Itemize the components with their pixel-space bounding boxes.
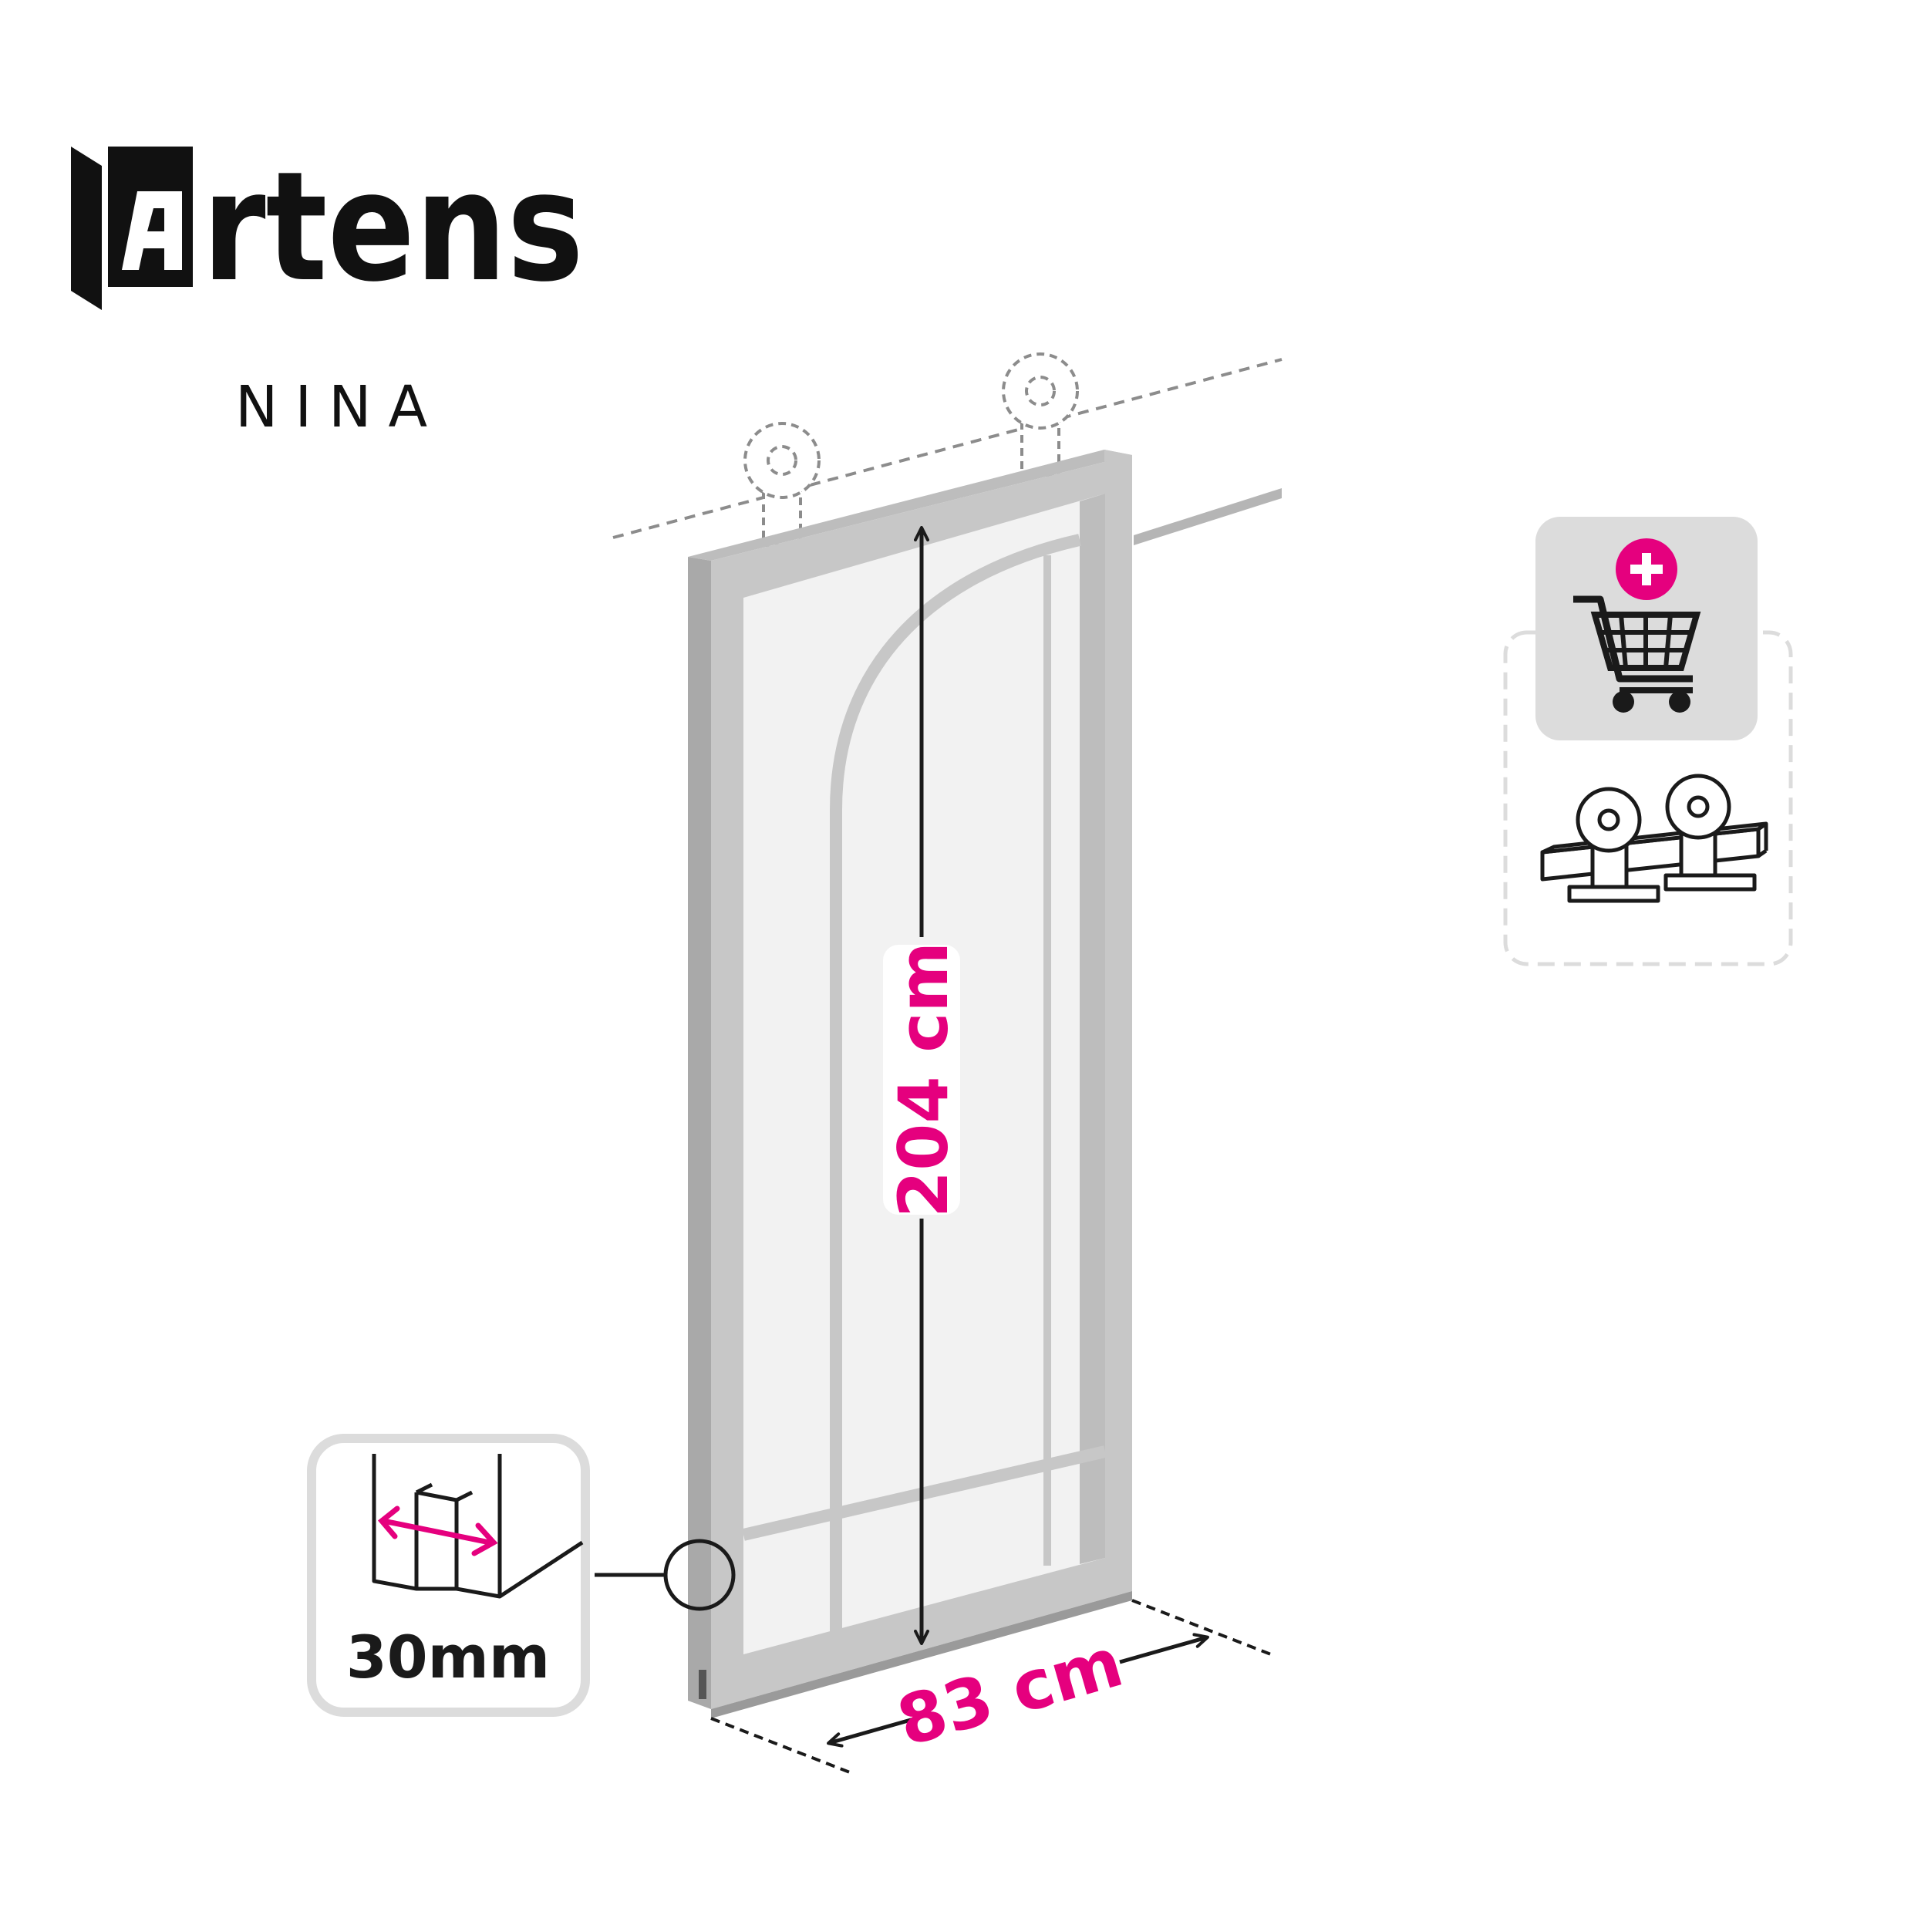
cart-plus-icon[interactable] <box>1573 538 1701 713</box>
roller-right <box>1002 352 1079 477</box>
sliding-rail-icon <box>1540 774 1768 903</box>
height-label: 204 cm <box>884 942 963 1218</box>
thickness-label: 30mm <box>346 1623 550 1691</box>
rail-bar <box>1134 488 1282 545</box>
thickness-callout: 30mm <box>307 1434 736 1717</box>
height-dimension: 204 cm <box>883 526 963 1645</box>
rail-dashed-line <box>612 358 1283 539</box>
brand-name: rtens <box>202 140 584 315</box>
product-name: NINA <box>235 374 444 440</box>
thickness-icon <box>372 1454 584 1599</box>
roller-left <box>743 422 821 547</box>
